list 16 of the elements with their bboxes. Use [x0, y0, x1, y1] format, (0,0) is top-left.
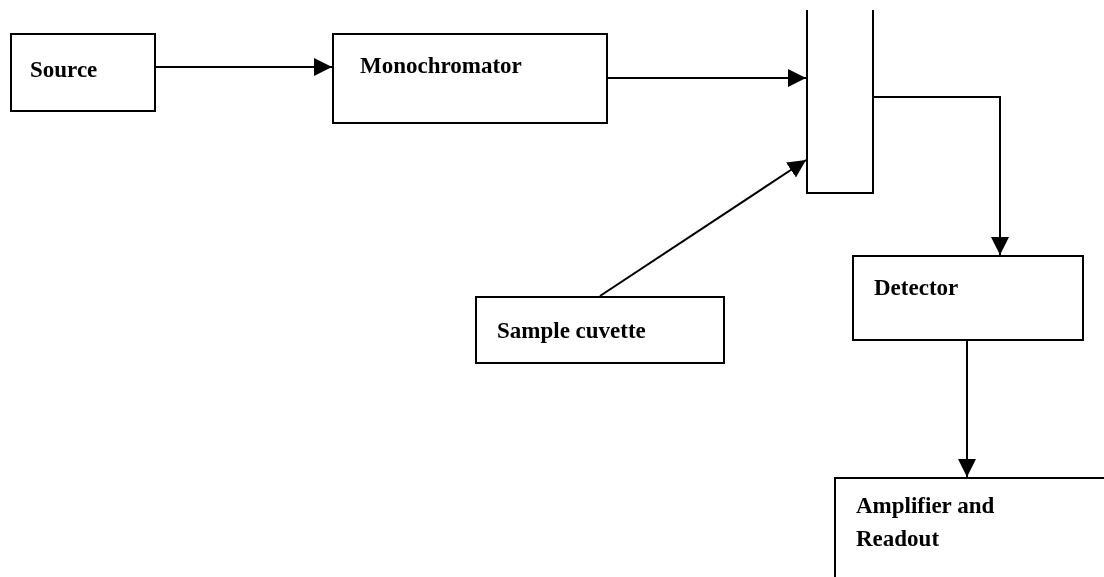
box-label: Amplifier and Readout — [856, 492, 996, 554]
arrow — [607, 69, 807, 87]
process-box — [332, 33, 608, 124]
box-label: Source — [30, 56, 99, 84]
arrow — [873, 96, 1009, 256]
process-box — [475, 296, 725, 364]
box-label: Monochromator — [360, 52, 523, 80]
arrow — [155, 58, 333, 76]
box-label: Sample cuvette — [497, 317, 647, 345]
arrow — [958, 340, 976, 478]
cuvette-drawing — [806, 10, 874, 194]
box-label: Detector — [874, 274, 960, 302]
process-box — [10, 33, 156, 112]
process-box — [852, 255, 1084, 341]
process-box — [834, 477, 1104, 577]
arrow — [599, 159, 807, 297]
